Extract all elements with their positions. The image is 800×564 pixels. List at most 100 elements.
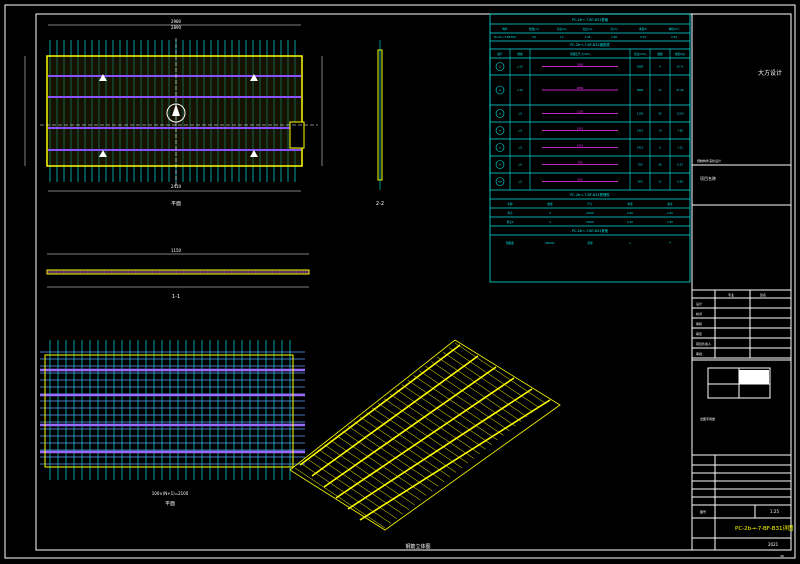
- section-1-1: 1150 1-1: [46, 248, 310, 300]
- table-cell: 名称: [507, 202, 513, 206]
- iso-cross-rebar: [389, 393, 480, 455]
- table-cell: 3.0: [532, 35, 536, 39]
- table-cell: 0.20: [627, 220, 633, 224]
- table-cell: 8: [659, 146, 661, 150]
- dim-bottom: 2410: [171, 184, 182, 189]
- table-cell: 高(m): [610, 27, 617, 31]
- table-cell: ∠8: [518, 146, 522, 150]
- tb-col-head: 专业: [728, 292, 734, 297]
- iso-cross-rebar: [425, 365, 516, 427]
- iso-cross-rebar: [318, 449, 409, 510]
- table-cell: 36: [658, 163, 662, 167]
- table-cell: PC-2b→-7-BF-B31: [494, 35, 517, 39]
- table-cell: 体积(m³): [669, 27, 680, 31]
- table-cell: 重量(kg): [675, 52, 685, 56]
- table-cell: 0.69: [677, 180, 683, 184]
- table-cell: ∠6: [518, 180, 522, 184]
- tb-row-label: 校对: [696, 311, 702, 316]
- tb-col-head: 签名: [760, 292, 766, 297]
- table-cell: 构件: [502, 27, 508, 31]
- table-cell: ③: [499, 113, 502, 116]
- sheet-label: 图号: [700, 509, 706, 514]
- tb-row-label: 审定: [696, 331, 702, 336]
- iso-cross-rebar: [300, 463, 392, 524]
- table-cell: 0.36: [671, 35, 677, 39]
- table-cell: 编号: [497, 52, 503, 56]
- iso-cross-rebar: [413, 375, 504, 436]
- table-cell: ⑤: [499, 147, 502, 150]
- table-cell: 尺寸: [587, 202, 593, 206]
- rebar-id-circle: [495, 85, 505, 95]
- grid-outline: [44, 354, 294, 468]
- lifting-point-icon: [99, 150, 107, 157]
- stamp-fill: [739, 370, 769, 384]
- table-cell: 2410: [577, 144, 584, 148]
- table-cell: 2410: [637, 146, 644, 150]
- iso-cross-rebar: [454, 342, 546, 404]
- table-cell: 1: [629, 241, 631, 245]
- table-cell: 预埋: [587, 241, 593, 245]
- date-value: 2021: [768, 542, 779, 547]
- table-cell: ∠8: [518, 112, 522, 116]
- rebar-id-circle: [495, 143, 505, 152]
- table-cell: 宽度(m): [583, 27, 593, 31]
- table-cell: PC-2b→-7-BF-B31表格: [572, 17, 609, 22]
- table-cell: 根数: [657, 52, 663, 56]
- iso-cross-rebar: [419, 370, 510, 431]
- table-cell: ∠10: [517, 65, 523, 69]
- table-cell: 长度(m): [557, 27, 567, 31]
- iso-slab: [289, 339, 561, 531]
- outer-frame: [4, 4, 796, 559]
- company-name: 大方设计: [758, 69, 782, 77]
- tb-row-label: 项目负责人: [696, 341, 711, 346]
- iso-cross-rebar: [306, 458, 397, 519]
- iso-rebar: [335, 377, 515, 499]
- grid-label: 平面: [165, 501, 175, 507]
- iso-cross-rebar: [371, 407, 463, 469]
- table-cell: 8: [659, 65, 661, 69]
- table-cell: 260: [578, 178, 583, 182]
- table-cell: PC-2b→-7-BF-B31钢筋表: [570, 42, 610, 47]
- rebar-id-circle: [495, 109, 505, 118]
- iso-rebar: [299, 344, 461, 466]
- dim-top-1: 2980: [171, 19, 182, 24]
- slab-outline: [46, 55, 303, 167]
- table-cell: 重量(t): [639, 27, 647, 31]
- rebar-id-circle: [495, 62, 505, 71]
- table-cell: 2980: [637, 65, 644, 69]
- title-block: 大方设计 预制构件深化设计 项目名称 专业签名设计校对审核审定项目负责人审批 出…: [691, 14, 794, 558]
- iso-cross-rebar: [443, 352, 534, 413]
- table-cell: 7.61: [677, 146, 683, 150]
- table-cell: 吊点: [507, 211, 513, 215]
- table-cell: ②: [499, 89, 502, 92]
- page-number: 48: [780, 554, 784, 558]
- table-cell: 6.23: [677, 163, 683, 167]
- iso-cross-rebar: [365, 412, 457, 473]
- plan-view: 2980 2890 2410 平面: [24, 19, 323, 207]
- iso-cross-rebar: [294, 467, 386, 529]
- table-cell: 13.63: [676, 112, 684, 116]
- table-cell: 1.2: [559, 35, 563, 39]
- rebar-grid: 100×(N+1)=2100 平面: [40, 340, 305, 507]
- table-cell: ④: [499, 130, 502, 133]
- drawing-number: PC-2b→-7-BF-B31详图: [735, 524, 794, 532]
- table-cell: 7.80: [677, 129, 683, 133]
- stamp-label: 出图专用章: [700, 416, 715, 421]
- table-cell: 数量: [547, 202, 553, 206]
- iso-cross-rebar: [312, 453, 403, 515]
- table-cell: ∠10: [517, 88, 523, 92]
- section-2-2: 2-2: [376, 40, 384, 207]
- table-cell: 1150: [637, 112, 644, 116]
- project-name: 项目名称: [700, 175, 716, 181]
- table-cell: 2890: [637, 88, 644, 92]
- table-cell: 260: [638, 180, 643, 184]
- table-cell: 1.45: [585, 35, 591, 39]
- tb-row-label: 审核: [696, 321, 702, 326]
- table-cell: 吊点b: [507, 220, 514, 224]
- table-cell: 780: [638, 163, 643, 167]
- iso-cross-rebar: [354, 421, 445, 482]
- table-cell: ⑦a: [498, 181, 502, 184]
- table-cell: 1150: [577, 110, 584, 114]
- table-cell: 2890: [577, 86, 584, 90]
- iso-rebar: [323, 366, 497, 488]
